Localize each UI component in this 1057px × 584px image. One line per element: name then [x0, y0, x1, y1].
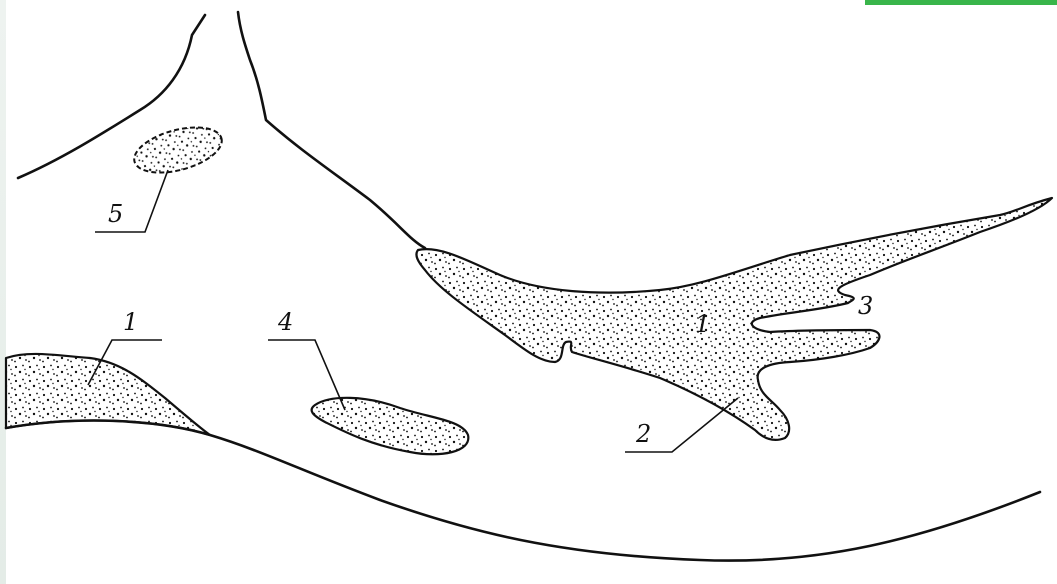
- upper-contact-line: [18, 12, 425, 248]
- label-2: 2: [635, 420, 651, 448]
- label-3: 3: [858, 292, 873, 320]
- lower-contact-line: [6, 421, 1040, 561]
- label-main-1: 1: [695, 310, 710, 338]
- main-body-1: [416, 198, 1052, 440]
- leader-line-5: [95, 170, 168, 232]
- upper-lens-5: [129, 119, 226, 181]
- label-5: 5: [108, 200, 123, 228]
- label-left-1: 1: [123, 308, 138, 336]
- middle-lens-4: [312, 398, 469, 454]
- label-4: 4: [277, 308, 293, 336]
- left-body-1: [6, 354, 210, 435]
